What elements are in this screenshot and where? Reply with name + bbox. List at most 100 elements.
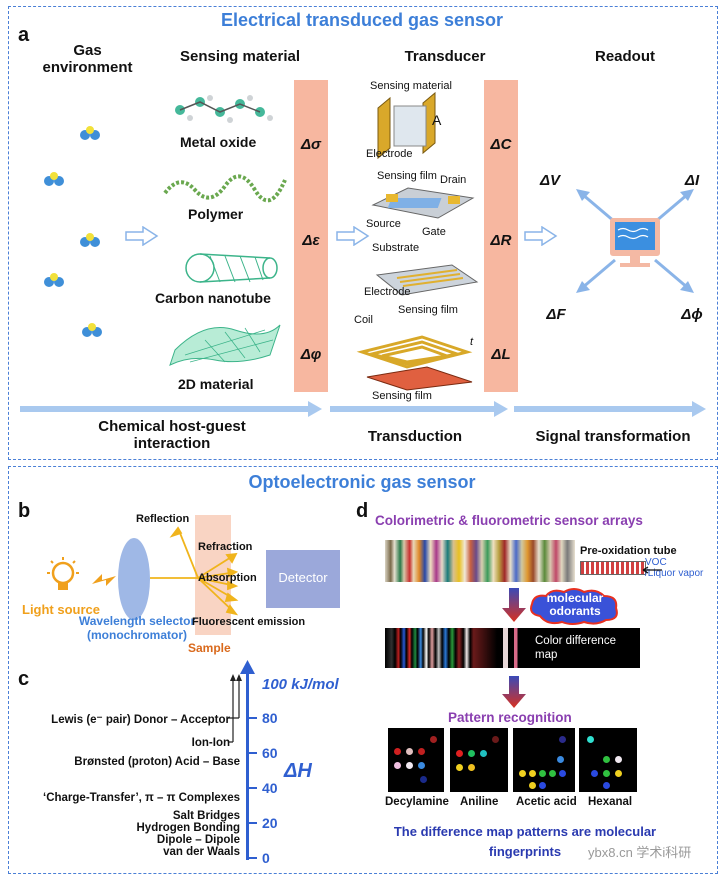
material-2d: 2D material	[178, 376, 254, 392]
pattern-dot	[587, 736, 594, 743]
t-sensing-film-3: Sensing film	[372, 390, 432, 402]
axis-tick	[249, 822, 257, 824]
pattern-recognition-label: Pattern recognition	[448, 710, 572, 725]
selector-label: Wavelength selector (monochromator)	[78, 614, 196, 642]
pattern-dot	[557, 756, 564, 763]
pattern-dot	[394, 762, 401, 769]
axis-arrowhead-icon	[240, 660, 255, 674]
bracket-arrows	[228, 674, 242, 743]
t-coil: Coil	[354, 314, 373, 326]
d-title: Colorimetric & fluorometric sensor array…	[375, 513, 643, 528]
readout-delta-i: ΔI	[684, 172, 700, 189]
readout-delta-f: ΔF	[546, 306, 566, 323]
pattern-tile-hexanal	[579, 728, 637, 792]
pattern-dot	[468, 764, 475, 771]
capacitor-device-icon	[377, 91, 436, 160]
detector-label: Detector	[278, 570, 328, 585]
panel-bottom	[8, 466, 718, 874]
stage-arrow-3	[514, 406, 694, 412]
pattern-dot	[418, 748, 425, 755]
metal-oxide-lattice-icon	[175, 95, 273, 123]
interaction-salt: Salt Bridges	[172, 810, 240, 822]
delta-bar-left: Δσ Δε Δφ	[294, 80, 328, 392]
resistor-device-icon	[375, 264, 479, 296]
panel-label-a: a	[18, 24, 30, 46]
panel-label-c: c	[18, 668, 30, 690]
delta-c: ΔC	[490, 136, 512, 153]
watermark: ybx8.cn 学术i科研	[588, 845, 692, 860]
color-diff-label: Color difference map	[535, 635, 616, 661]
sample-hexanal: Hexanal	[588, 796, 633, 808]
material-polymer: Polymer	[188, 206, 244, 222]
selector-lens	[118, 538, 150, 620]
stage-transduction: Transduction	[367, 428, 463, 445]
pattern-dot	[615, 756, 622, 763]
t-electrode-2: Electrode	[364, 286, 411, 298]
hollow-arrow-icon	[336, 226, 370, 246]
pattern-dot	[430, 736, 437, 743]
tick-80: 80	[262, 710, 278, 726]
lightning-icon	[92, 574, 116, 586]
tick-40: 40	[262, 780, 278, 796]
fluorescent-label: Fluorescent emission	[192, 616, 306, 628]
axis-top-label: 100 kJ/mol	[262, 676, 339, 693]
stage-signal: Signal transformation	[535, 428, 691, 445]
stage-arrowhead-icon	[308, 401, 322, 417]
t-thickness: t	[470, 336, 474, 348]
tick-0: 0	[262, 850, 270, 866]
interaction-bronsted: Brønsted (proton) Acid – Base	[74, 756, 240, 768]
t-substrate: Substrate	[372, 242, 420, 254]
light-rays	[150, 526, 239, 616]
t-area-a: A	[432, 112, 442, 128]
sample-aniline: Aniline	[460, 796, 499, 808]
hollow-arrow-icon	[524, 226, 558, 246]
pattern-dot	[456, 750, 463, 757]
t-gate: Gate	[422, 226, 446, 238]
t-sensing-film-1: Sensing film	[377, 170, 437, 182]
axis-tick	[249, 752, 257, 754]
pre-oxidation-label: Pre-oxidation tube	[580, 545, 677, 557]
detector-box: Detector	[266, 550, 340, 608]
stage-arrowhead-icon	[494, 401, 508, 417]
panel-label-d: d	[356, 500, 369, 522]
dh-axis	[246, 670, 249, 860]
stage-arrow-2	[330, 406, 495, 412]
interaction-hbond: Hydrogen Bonding	[136, 822, 241, 834]
interaction-dipole: Dipole – Dipole	[156, 834, 240, 846]
hollow-arrow-icon	[125, 226, 159, 246]
voc-arrow-icon	[642, 566, 662, 574]
voc-label: VOC	[645, 557, 667, 568]
pattern-dot	[480, 750, 487, 757]
pattern-dot	[492, 736, 499, 743]
pattern-dot	[539, 770, 546, 777]
cloud-label: molecular odorants	[546, 591, 604, 618]
pattern-dot	[603, 756, 610, 763]
col-sensing: Sensing material	[179, 48, 301, 65]
material-carbon-nanotube: Carbon nanotube	[155, 290, 271, 306]
polymer-chain-icon	[163, 174, 287, 203]
sensor-array-strip	[385, 540, 575, 582]
panel-top	[8, 6, 718, 460]
reflection-label: Reflection	[136, 513, 190, 525]
difference-map-strip: Color difference map	[385, 628, 640, 668]
gas-molecule-icon	[80, 126, 100, 140]
pattern-dot	[603, 770, 610, 777]
stage-arrowhead-icon	[692, 401, 706, 417]
2d-material-sheet-icon	[169, 324, 281, 366]
pattern-tile-aniline	[450, 728, 508, 792]
pattern-dot	[406, 748, 413, 755]
readout-delta-v: ΔV	[539, 172, 561, 189]
down-arrow-icon	[502, 588, 526, 622]
liquor-label: /Liquor vapor	[645, 568, 704, 579]
pattern-tile-acetic-acid	[513, 728, 575, 792]
d-caption: The difference map patterns are molecula…	[393, 824, 657, 859]
pattern-dot	[529, 770, 536, 777]
sample-label: Sample	[188, 641, 231, 655]
pattern-dot	[519, 770, 526, 777]
axis-title: ΔH	[284, 760, 312, 782]
tick-60: 60	[262, 745, 278, 761]
pre-oxidation-tube	[580, 561, 646, 575]
fet-device-icon	[371, 187, 475, 219]
pattern-dot	[559, 770, 566, 777]
gas-molecule-icon	[44, 273, 64, 287]
